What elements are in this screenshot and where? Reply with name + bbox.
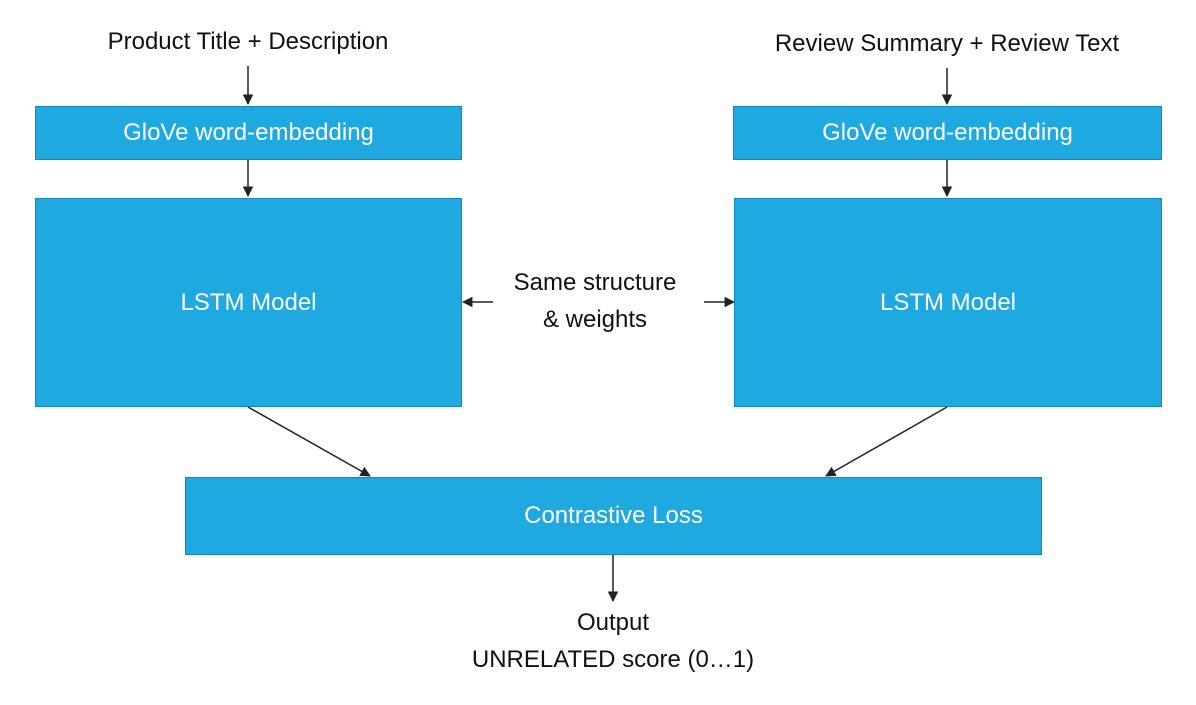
contrastive-loss-box: Contrastive Loss: [185, 477, 1042, 555]
output-score-label: UNRELATED score (0…1): [471, 646, 755, 673]
arrow-left-lstm-to-loss: [247, 406, 371, 477]
left-lstm-box: LSTM Model: [35, 198, 462, 407]
right-lstm-box: LSTM Model: [734, 198, 1162, 407]
left-input-label: Product Title + Description: [107, 28, 389, 55]
arrow-right-lstm-to-loss: [825, 406, 948, 477]
shared-weights-line1: Same structure: [513, 269, 677, 296]
right-embedding-box: GloVe word-embedding: [733, 106, 1162, 160]
output-label: Output: [576, 609, 650, 636]
left-embedding-box: GloVe word-embedding: [35, 106, 462, 160]
shared-weights-line2: & weights: [542, 306, 648, 333]
right-input-label: Review Summary + Review Text: [774, 30, 1120, 57]
